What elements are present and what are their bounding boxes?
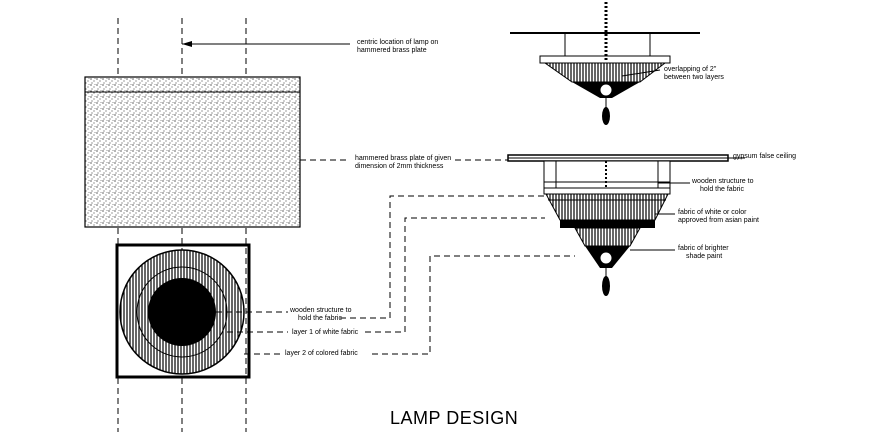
- elevation-top: overlapping of 2" between two layers: [510, 2, 724, 125]
- plan-view: [84, 18, 301, 432]
- fabric-white-shade: [545, 193, 669, 221]
- leader-wooden-left: wooden structure to hold the fabric: [216, 195, 545, 322]
- centric-location-line-2: hammered brass plate: [357, 47, 427, 54]
- wooden-left-line-2: hold the fabric: [298, 315, 342, 322]
- leader-layer2: layer 2 of colored fabric: [244, 255, 575, 357]
- wooden-right-line-1: wooden structure to: [691, 178, 754, 185]
- wooden-left-line-1: wooden structure to: [289, 307, 352, 314]
- fabric-brighter-line-2: shade paint: [686, 253, 722, 260]
- lamp-plan-square: [115, 243, 251, 379]
- gypsum-label: gypsum false ceiling: [733, 153, 796, 160]
- overlapping-line-1: overlapping of 2": [664, 66, 717, 73]
- layer1-label: layer 1 of white fabric: [292, 329, 359, 336]
- leader-centric-location: centric location of lamp on hammered bra…: [182, 39, 438, 54]
- brass-plate-line-1: hammered brass plate of given: [355, 155, 451, 162]
- elevation-detail: gypsum false ceiling wooden structure to…: [507, 153, 796, 296]
- centric-location-line-1: centric location of lamp on: [357, 39, 438, 46]
- fabric-brighter-line-1: fabric of brighter: [678, 245, 729, 252]
- brass-plate-line-2: dimension of 2mm thickness: [355, 163, 444, 170]
- fabric-brighter-shade: [574, 227, 641, 247]
- fabric-white-line-2: approved from asian paint: [678, 217, 759, 224]
- wooden-structure-core: [148, 278, 216, 346]
- fabric-white-line-1: fabric of white or color: [678, 209, 747, 216]
- hammered-brass-plate: [84, 76, 301, 228]
- wooden-right-line-2: hold the fabric: [700, 186, 744, 193]
- layer2-label: layer 2 of colored fabric: [285, 350, 358, 357]
- drawing-title: LAMP DESIGN: [390, 408, 518, 428]
- overlapping-line-2: between two layers: [664, 74, 724, 81]
- leader-layer1: layer 1 of white fabric: [227, 217, 545, 336]
